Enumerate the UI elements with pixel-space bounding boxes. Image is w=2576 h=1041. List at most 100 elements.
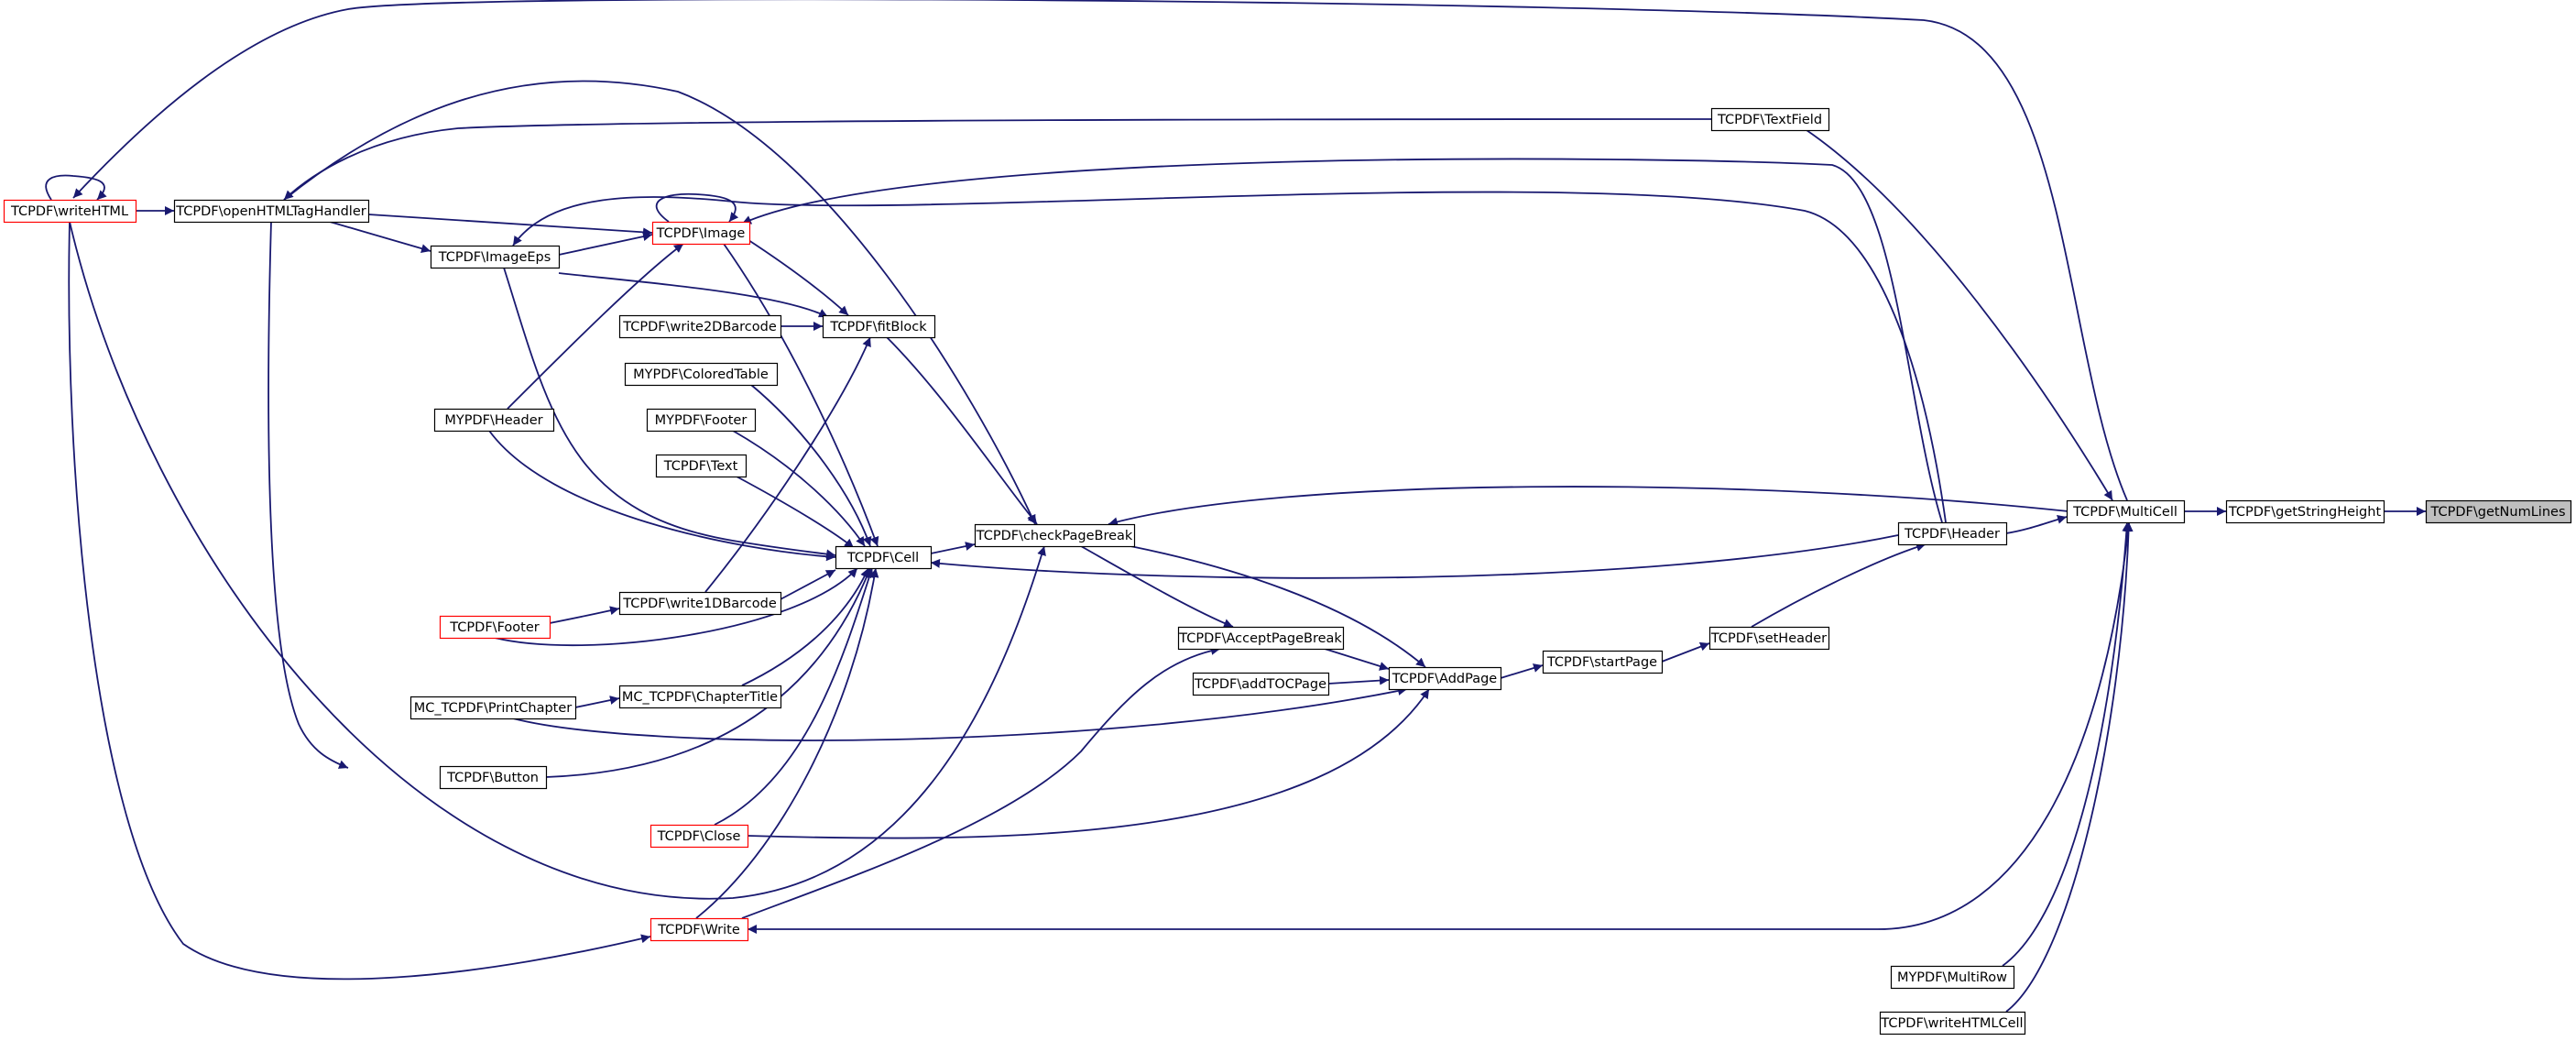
node-box (2425, 499, 2572, 524)
node-box (1890, 965, 2015, 990)
node-ColoredTable[interactable]: MYPDF\ColoredTable (624, 362, 779, 387)
node-MultiCell[interactable]: TCPDF\MultiCell (2066, 499, 2186, 524)
node-checkPageBreak[interactable]: TCPDF\checkPageBreak (974, 523, 1136, 548)
node-AcceptPageBreak[interactable]: TCPDF\AcceptPageBreak (1177, 626, 1345, 651)
edge-MyHeader-to-Cell (488, 430, 836, 562)
node-label: MC_TCPDF\ChapterTitle (622, 690, 778, 705)
node-Text[interactable]: TCPDF\Text (655, 454, 748, 478)
node-label: TCPDF\AcceptPageBreak (1178, 631, 1342, 646)
node-label: MYPDF\ColoredTable (633, 367, 769, 382)
node-label: TCPDF\Footer (449, 620, 539, 635)
node-label: TCPDF\writeHTMLCell (1880, 1016, 2023, 1031)
edge-writeHTML-to-checkPageBreak (69, 221, 1046, 900)
function-nodes: TCPDF\getNumLinesTCPDF\getStringHeightTC… (3, 107, 2572, 1036)
node-PrintChapter[interactable]: MC_TCPDF\PrintChapter (409, 696, 577, 720)
node-label: TCPDF\Write (657, 923, 740, 937)
node-Button[interactable]: TCPDF\Button (439, 765, 548, 790)
node-label: TCPDF\AddPage (1392, 672, 1498, 686)
edge-startPage-to-setHeader (1661, 641, 1710, 663)
node-Image[interactable]: TCPDF\Image (651, 221, 751, 246)
node-startPage[interactable]: TCPDF\startPage (1542, 650, 1664, 674)
node-box (409, 696, 577, 720)
edge-Text-to-Cell (736, 476, 855, 549)
node-box (1897, 521, 2008, 546)
edge-writeHTML-to-writeHTML (45, 174, 107, 201)
edge-writeHTML-to-MultiCell (72, 0, 2128, 501)
edge-Header-to-ImageEps (512, 191, 1947, 523)
edge-MultiCell-to-checkPageBreak (1108, 486, 2069, 527)
edge-Footer-to-Cell (494, 567, 858, 647)
node-box (649, 824, 749, 849)
node-Write[interactable]: TCPDF\Write (649, 917, 749, 942)
node-label: TCPDF\Cell (846, 551, 919, 565)
edge-writeHTML-to-Write (68, 221, 651, 981)
node-label: TCPDF\writeHTML (10, 204, 128, 219)
node-label: TCPDF\Image (656, 226, 746, 241)
edge-MultiRow-to-MultiCell (2002, 521, 2132, 967)
node-AddPage[interactable]: TCPDF\AddPage (1388, 666, 1502, 691)
node-ImageEps[interactable]: TCPDF\ImageEps (430, 245, 561, 269)
node-label: MYPDF\Footer (655, 413, 748, 428)
node-label: TCPDF\Close (657, 829, 741, 844)
node-MultiRow[interactable]: MYPDF\MultiRow (1890, 965, 2015, 990)
edge-ChapterTitle-to-Cell (741, 567, 869, 686)
node-box (1710, 107, 1830, 132)
node-Cell[interactable]: TCPDF\Cell (835, 545, 933, 570)
edge-write1DBarcode-to-Cell (780, 569, 836, 600)
node-label: TCPDF\startPage (1546, 655, 1657, 670)
node-label: TCPDF\addTOCPage (1194, 677, 1326, 692)
node-label: TCPDF\ImageEps (438, 250, 551, 265)
edge-Cell-to-checkPageBreak (930, 542, 976, 554)
node-addTOCPage[interactable]: TCPDF\addTOCPage (1192, 672, 1330, 696)
node-label: MC_TCPDF\PrintChapter (414, 701, 573, 716)
node-MyHeader[interactable]: MYPDF\Header (433, 408, 555, 433)
node-openHTMLTagHandler[interactable]: TCPDF\openHTMLTagHandler (173, 199, 370, 224)
node-ChapterTitle[interactable]: MC_TCPDF\ChapterTitle (618, 685, 782, 709)
node-box (618, 314, 782, 339)
edge-Footer-to-write1DBarcode (549, 606, 620, 624)
node-box (835, 545, 933, 570)
node-label: TCPDF\checkPageBreak (976, 529, 1133, 543)
node-box (1388, 666, 1502, 691)
node-Header[interactable]: TCPDF\Header (1897, 521, 2008, 546)
node-box (433, 408, 555, 433)
node-box (1542, 650, 1664, 674)
node-label: TCPDF\openHTMLTagHandler (175, 204, 366, 219)
edge-Write-to-AcceptPageBreak (741, 645, 1221, 919)
edge-ImageEps-to-Cell (503, 267, 836, 559)
node-TextField[interactable]: TCPDF\TextField (1710, 107, 1830, 132)
node-label: TCPDF\TextField (1717, 113, 1822, 127)
edge-Header-to-Cell (930, 534, 1899, 579)
node-box (1879, 1011, 2026, 1036)
node-Close[interactable]: TCPDF\Close (649, 824, 749, 849)
node-getStringHeight[interactable]: TCPDF\getStringHeight (2225, 499, 2385, 524)
node-write2DBarcode[interactable]: TCPDF\write2DBarcode (618, 314, 782, 339)
edge-Image-to-Cell (723, 243, 879, 547)
edge-setHeader-to-Header (1751, 542, 1927, 628)
node-MyFooter[interactable]: MYPDF\Footer (646, 408, 757, 433)
node-box (822, 314, 936, 339)
edge-Image-to-fitBlock (745, 237, 849, 316)
edge-AcceptPageBreak-to-AddPage (1324, 648, 1390, 671)
node-label: MYPDF\Header (444, 413, 542, 428)
edge-ImageEps-to-Image (558, 232, 653, 256)
edge-openHTMLTagHandler-to-Button (267, 221, 349, 769)
edge-Image-to-Image (655, 192, 739, 223)
node-writeHTML[interactable]: TCPDF\writeHTML (3, 199, 137, 224)
edge-openHTMLTagHandler-to-checkPageBreak (283, 80, 1036, 525)
node-setHeader[interactable]: TCPDF\setHeader (1708, 626, 1830, 651)
node-label: TCPDF\Text (663, 459, 738, 474)
edge-AddPage-to-startPage (1500, 663, 1544, 679)
node-label: TCPDF\Header (1904, 527, 2000, 542)
node-getNumLines[interactable]: TCPDF\getNumLines (2425, 499, 2572, 524)
node-Footer[interactable]: TCPDF\Footer (439, 615, 551, 640)
node-box (618, 685, 782, 709)
node-writeHTMLCell[interactable]: TCPDF\writeHTMLCell (1879, 1011, 2026, 1036)
node-box (974, 523, 1136, 548)
edge-MyFooter-to-Cell (732, 430, 866, 547)
edge-Close-to-AddPage (747, 688, 1430, 839)
node-fitBlock[interactable]: TCPDF\fitBlock (822, 314, 936, 339)
node-box (439, 765, 548, 790)
edge-MyHeader-to-Image (507, 243, 684, 410)
node-write1DBarcode[interactable]: TCPDF\write1DBarcode (618, 591, 782, 616)
